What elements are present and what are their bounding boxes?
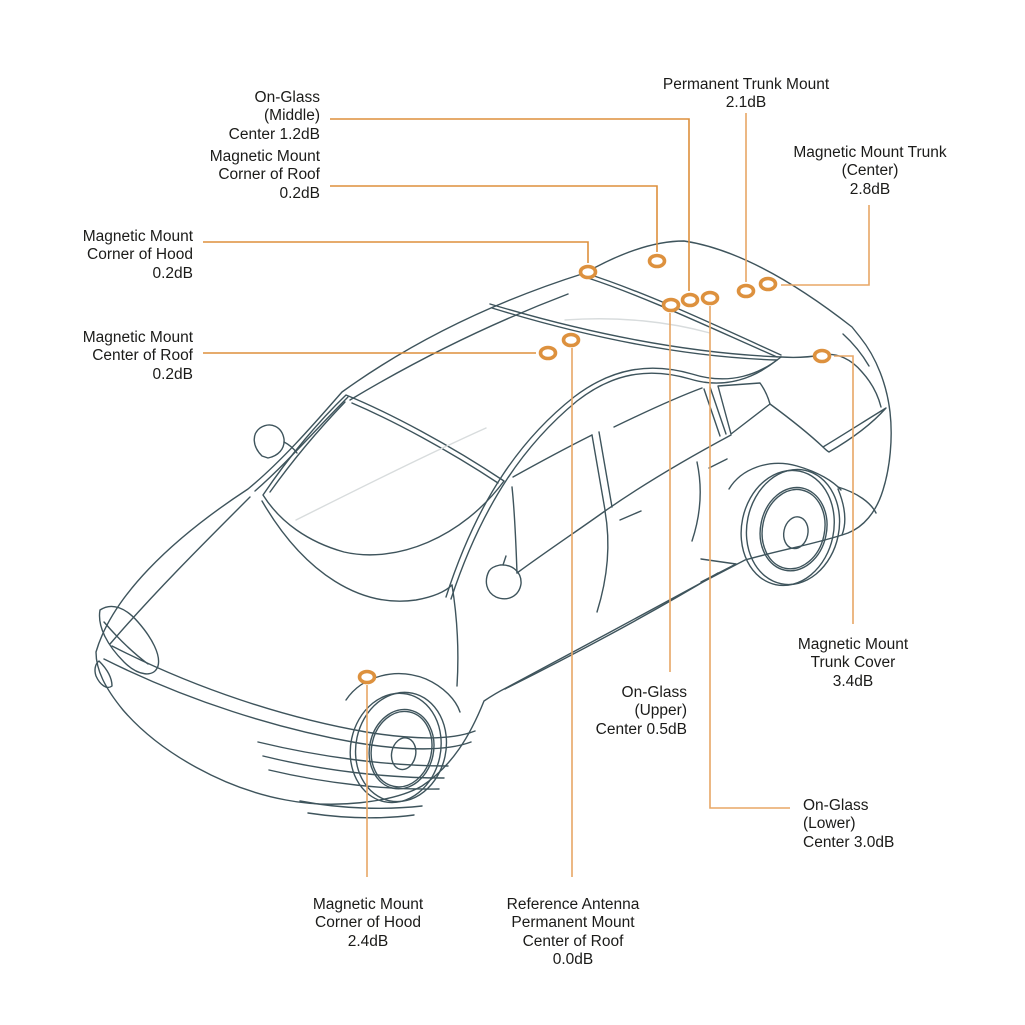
magnetic-mount-corner-of-hood-label: Magnetic Mount Corner of Hood 2.4dB	[312, 896, 424, 950]
mount-point-markers	[357, 253, 832, 685]
on-glass-lower-leader-line	[709, 306, 790, 809]
on-glass-middle-marker	[680, 292, 700, 308]
magnetic-mount-corner-of-hood-roofside-marker	[578, 264, 598, 280]
reference-antenna-marker	[561, 332, 581, 348]
car-front-wheel	[349, 691, 448, 804]
car-side-windows	[511, 382, 824, 574]
on-glass-lower-label: On-Glass (Lower) Center 3.0dB	[803, 797, 895, 851]
magnetic-mount-corner-of-roof-marker	[647, 253, 667, 269]
magnetic-mount-center-of-roof-label: Magnetic Mount Center of Roof 0.2dB	[82, 329, 193, 383]
car-rear-details	[728, 333, 887, 536]
car-mirrors	[253, 424, 522, 600]
on-glass-middle-label: On-Glass (Middle) Center 1.2dB	[228, 89, 320, 143]
magnetic-mount-trunk-cover-leader-line	[834, 355, 854, 624]
on-glass-lower-marker	[700, 290, 720, 306]
car-rear-wheel	[740, 468, 841, 587]
reference-antenna-label: Reference Antenna Permanent Mount Center…	[506, 896, 640, 968]
magnetic-mount-corner-of-roof-label: Magnetic Mount Corner of Roof 0.2dB	[209, 148, 320, 202]
magnetic-mount-trunk-center-leader-line	[781, 205, 870, 286]
car-front-details	[94, 605, 476, 819]
magnetic-mount-corner-of-hood-roofside-leader-line	[203, 241, 589, 263]
magnetic-mount-trunk-center-marker	[758, 276, 778, 292]
magnetic-mount-corner-of-hood-roofside-label: Magnetic Mount Corner of Hood 0.2dB	[82, 228, 193, 282]
car-roof-and-rear-window	[349, 272, 782, 600]
magnetic-mount-trunk-center-label: Magnetic Mount Trunk (Center) 2.8dB	[793, 144, 947, 198]
permanent-trunk-mount-marker	[736, 283, 756, 299]
car-body-outline	[95, 240, 892, 805]
permanent-trunk-mount-label: Permanent Trunk Mount 2.1dB	[662, 76, 830, 112]
car-doors-and-sill	[504, 458, 737, 690]
leader-lines	[203, 113, 870, 877]
car-windshield	[261, 394, 505, 687]
on-glass-upper-label: On-Glass (Upper) Center 0.5dB	[595, 684, 687, 738]
magnetic-mount-corner-of-hood-marker	[357, 669, 377, 685]
magnetic-mount-trunk-cover-marker	[812, 348, 832, 364]
magnetic-mount-center-of-roof-marker	[538, 345, 558, 361]
magnetic-mount-trunk-cover-label: Magnetic Mount Trunk Cover 3.4dB	[797, 636, 909, 690]
magnetic-mount-corner-of-roof-leader-line	[330, 185, 658, 252]
on-glass-upper-marker	[661, 297, 681, 313]
on-glass-middle-leader-line	[330, 118, 690, 291]
